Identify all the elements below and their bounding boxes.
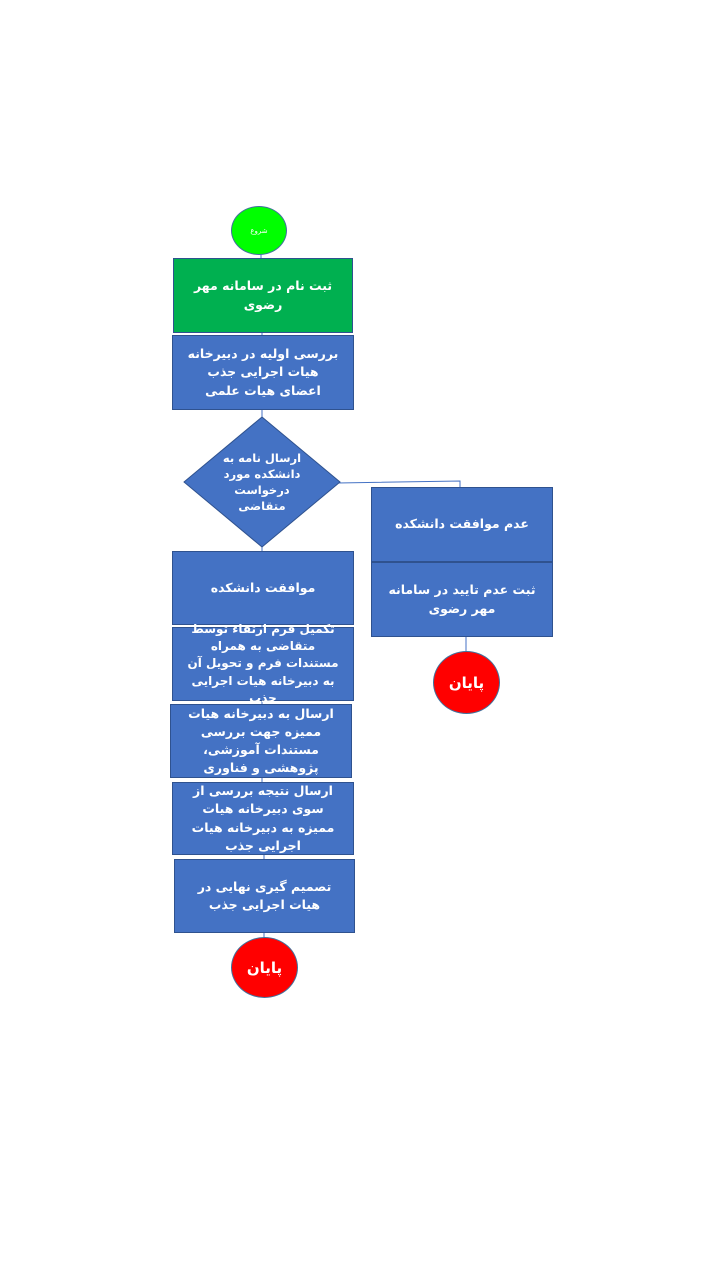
register-label: ثبت نام در سامانه مهر رضوی — [193, 278, 333, 312]
approved-label: موافقت دانشکده — [210, 579, 316, 595]
initial-review-step: بررسی اولیه در دبیرخانه هیات اجرایی جذب … — [172, 335, 354, 410]
send-board-step: ارسال به دبیرخانه هیات ممیزه جهت بررسی م… — [170, 704, 352, 778]
start-node: شروع — [231, 206, 287, 255]
send-board-label: ارسال به دبیرخانه هیات ممیزه جهت بررسی م… — [188, 705, 334, 776]
final-decision-step: تصمیم گیری نهایی در هیات اجرایی جذب — [174, 859, 355, 933]
approved-step: موافقت دانشکده — [172, 551, 354, 625]
complete-form-step: تکمیل فرم ارتقاء توسط متقاضی به همراه مس… — [172, 622, 354, 705]
decision-label-wrap: ارسال نامه به دانشکده مورد درخواست متقاض… — [218, 438, 306, 526]
rejected-step: عدم موافقت دانشکده — [371, 487, 553, 562]
end-main-label: پایان — [246, 958, 283, 977]
rejected-label: عدم موافقت دانشکده — [395, 516, 529, 532]
decision-diamond — [183, 416, 341, 548]
end-side-label: پایان — [448, 673, 485, 692]
decision-label: ارسال نامه به دانشکده مورد درخواست متقاض… — [222, 450, 302, 514]
initial-review-label: بررسی اولیه در دبیرخانه هیات اجرایی جذب … — [187, 346, 339, 398]
final-decision-label: تصمیم گیری نهایی در هیات اجرایی جذب — [197, 878, 332, 912]
send-result-label: ارسال نتیجه بررسی از سوی دبیرخانه هیات م… — [191, 783, 335, 853]
record-rejection-step: ثبت عدم تایید در سامانه مهر رضوی — [371, 562, 553, 637]
register-step: ثبت نام در سامانه مهر رضوی — [173, 258, 353, 333]
complete-form-label: تکمیل فرم ارتقاء توسط متقاضی به همراه مس… — [187, 621, 339, 706]
record-rejection-label: ثبت عدم تایید در سامانه مهر رضوی — [388, 582, 536, 616]
connector-no-branch — [337, 480, 461, 488]
end-side-node: پایان — [433, 651, 500, 714]
end-main-node: پایان — [231, 937, 298, 998]
send-result-step: ارسال نتیجه بررسی از سوی دبیرخانه هیات م… — [172, 782, 354, 855]
start-label: شروع — [250, 226, 268, 235]
